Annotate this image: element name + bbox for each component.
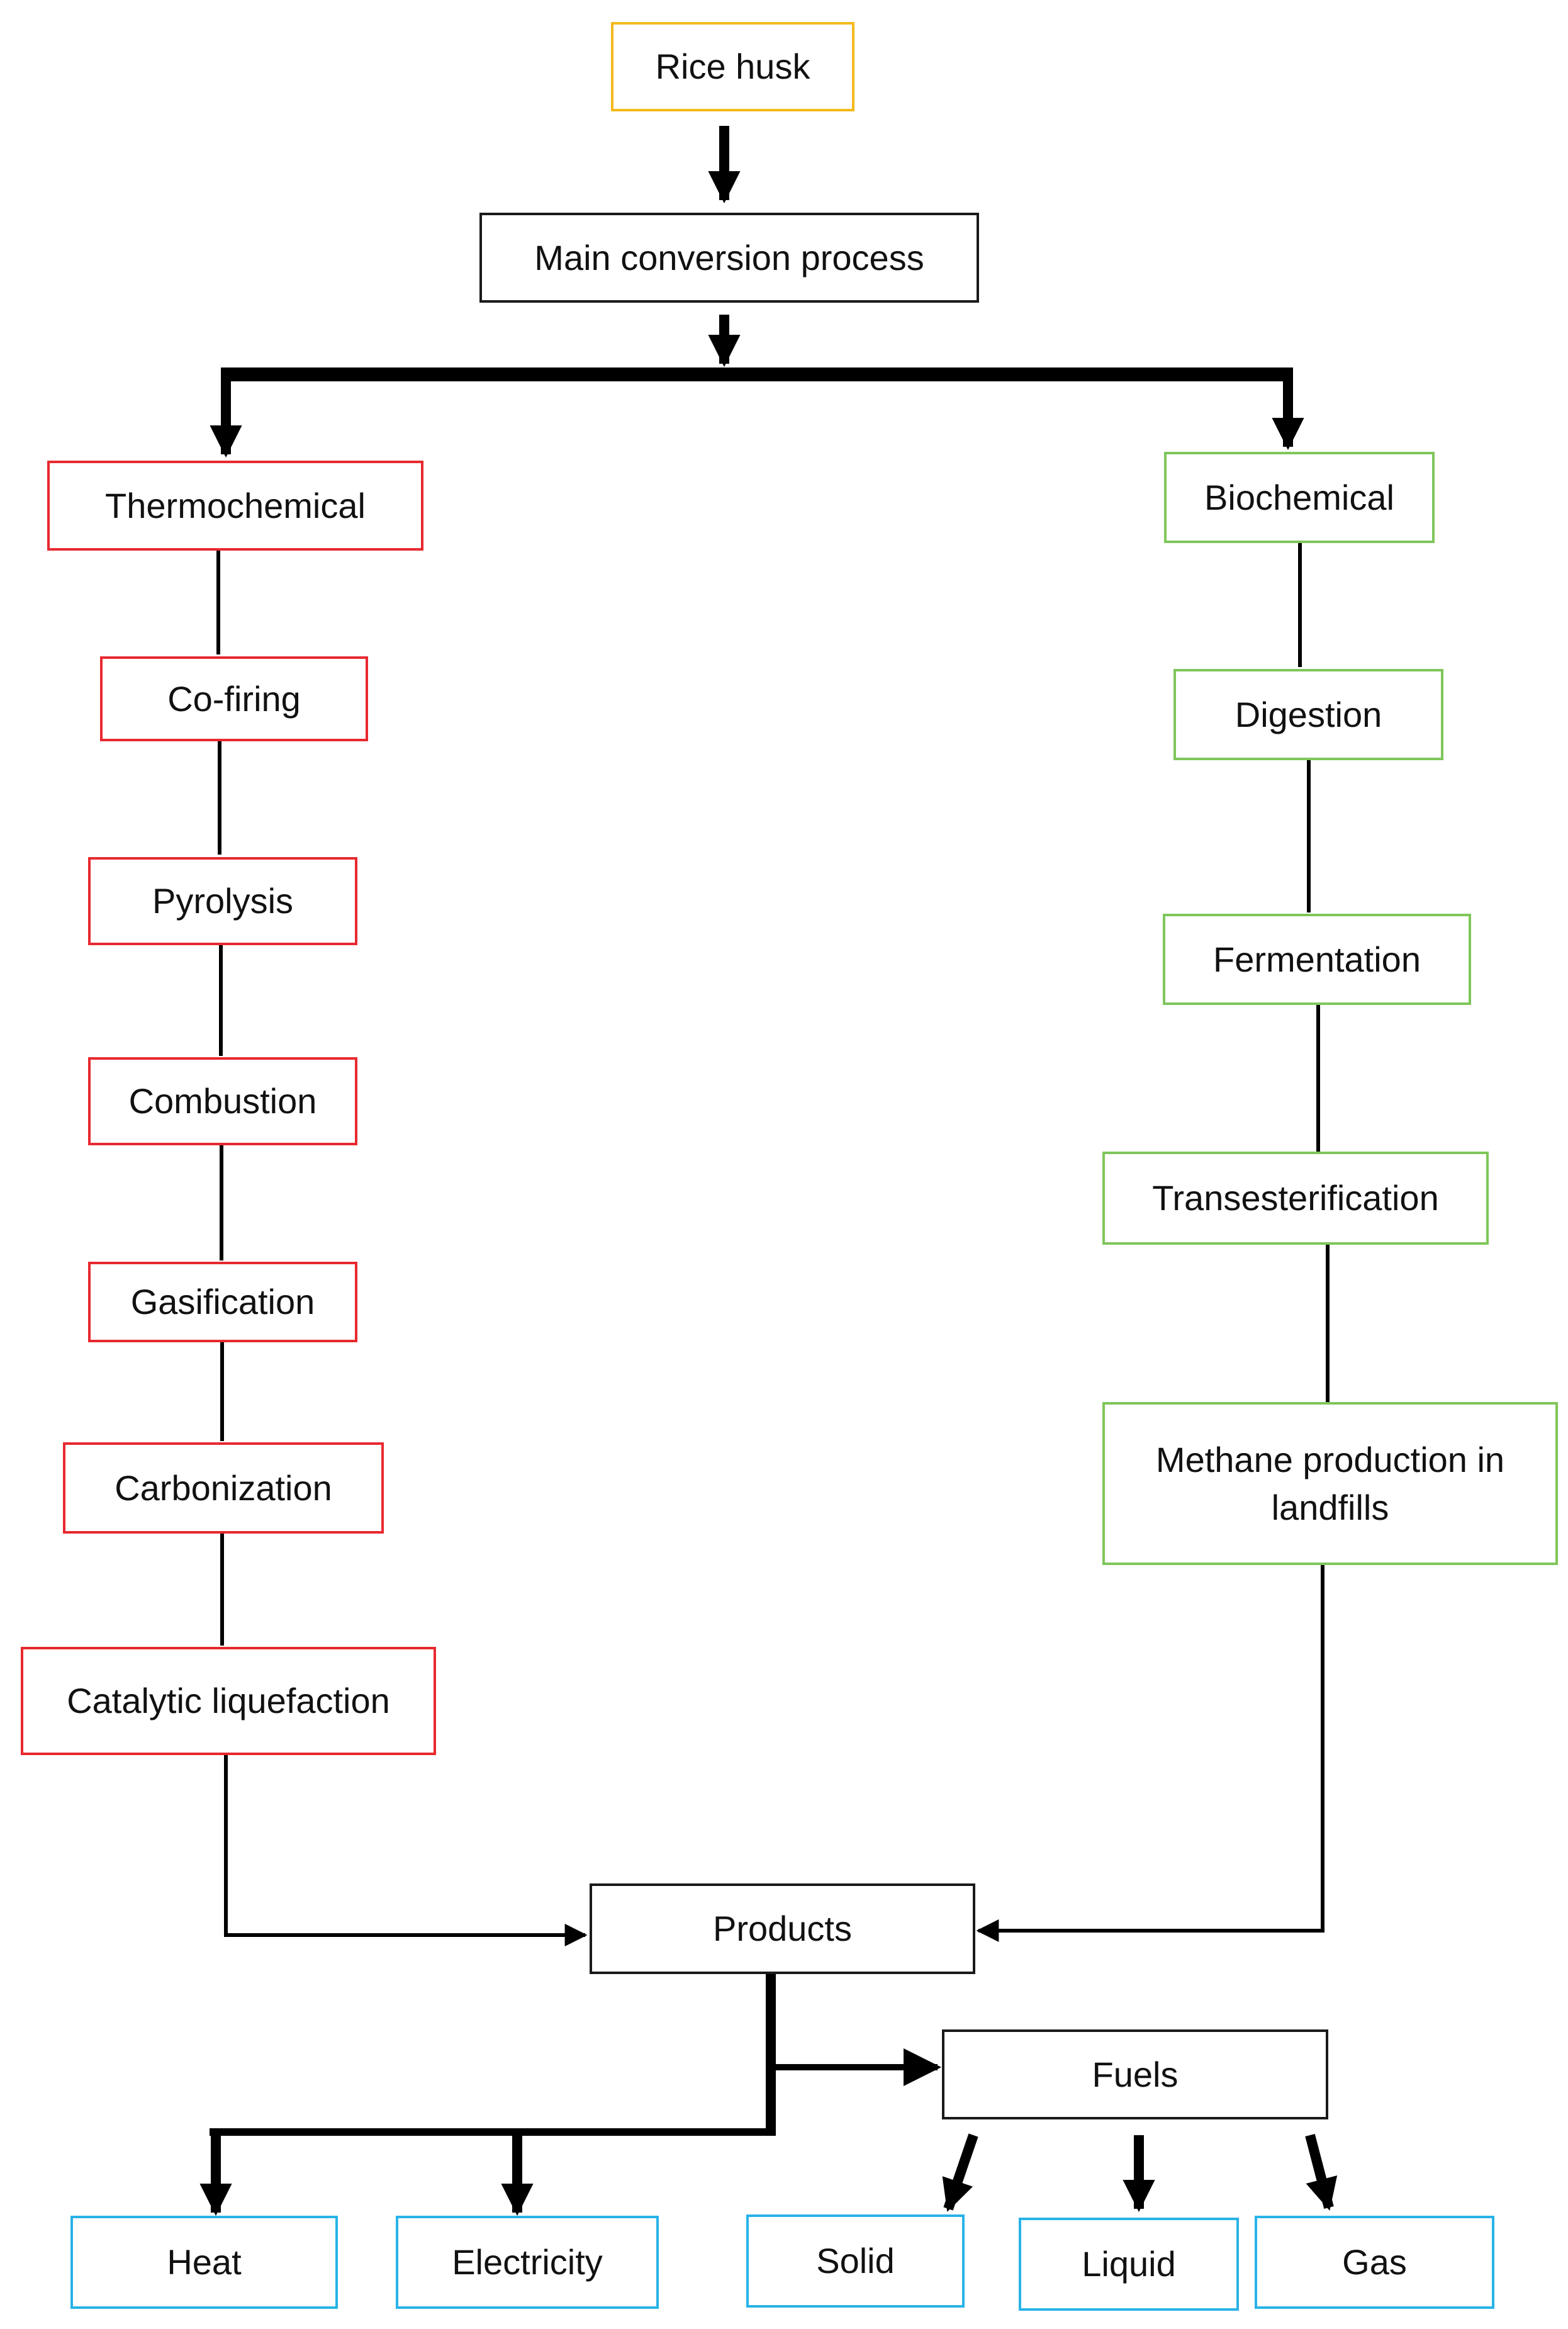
main-conversion-process-node: Main conversion process <box>479 213 979 303</box>
heat-node: Heat <box>70 2216 338 2309</box>
arrow-liquefaction-to-products <box>224 1753 588 1946</box>
combustion-label: Combustion <box>128 1081 317 1121</box>
biochemical-label: Biochemical <box>1204 477 1394 517</box>
main-conversion-process-label: Main conversion process <box>534 237 924 278</box>
pyrolysis-node: Pyrolysis <box>88 857 357 945</box>
fuels-label: Fuels <box>1092 2054 1179 2094</box>
carbonization-node: Carbonization <box>63 1442 384 1534</box>
combustion-node: Combustion <box>88 1057 357 1145</box>
methane-production-label: Methane production in landfills <box>1155 1439 1505 1527</box>
liquid-node: Liquid <box>1019 2218 1239 2311</box>
arrow-fuels-to-solid <box>942 2133 978 2212</box>
electricity-label: Electricity <box>452 2242 603 2282</box>
heat-label: Heat <box>167 2242 242 2282</box>
liquid-label: Liquid <box>1082 2244 1176 2284</box>
arrow-methane-to-products <box>976 1564 1324 1942</box>
pyrolysis-label: Pyrolysis <box>152 881 294 921</box>
co-firing-node: Co-firing <box>100 656 368 741</box>
carbonization-label: Carbonization <box>115 1468 332 1508</box>
co-firing-label: Co-firing <box>167 678 301 719</box>
thermochemical-node: Thermochemical <box>47 461 423 551</box>
biochemical-node: Biochemical <box>1164 452 1435 543</box>
transesterification-node: Transesterification <box>1102 1152 1489 1245</box>
fuels-node: Fuels <box>942 2029 1328 2119</box>
transesterification-label: Transesterification <box>1152 1178 1439 1218</box>
catalytic-liquefaction-node: Catalytic liquefaction <box>21 1647 436 1755</box>
electricity-node: Electricity <box>396 2216 659 2309</box>
gasification-node: Gasification <box>88 1262 357 1342</box>
products-node: Products <box>590 1883 975 1974</box>
fermentation-label: Fermentation <box>1213 939 1421 979</box>
solid-node: Solid <box>746 2214 965 2308</box>
solid-label: Solid <box>816 2241 895 2281</box>
thermochemical-label: Thermochemical <box>105 485 366 525</box>
digestion-label: Digestion <box>1235 694 1382 734</box>
catalytic-liquefaction-label: Catalytic liquefaction <box>67 1681 390 1721</box>
fermentation-node: Fermentation <box>1163 914 1471 1005</box>
rice-husk-label: Rice husk <box>655 47 810 87</box>
gas-node: Gas <box>1255 2216 1494 2309</box>
rice-husk-node: Rice husk <box>611 22 854 111</box>
gas-label: Gas <box>1342 2242 1407 2282</box>
products-label: Products <box>713 1909 852 1949</box>
methane-production-node: Methane production in landfills <box>1102 1402 1558 1565</box>
arrow-fuels-to-gas <box>1305 2133 1338 2211</box>
digestion-node: Digestion <box>1173 669 1443 760</box>
gasification-label: Gasification <box>130 1282 315 1322</box>
